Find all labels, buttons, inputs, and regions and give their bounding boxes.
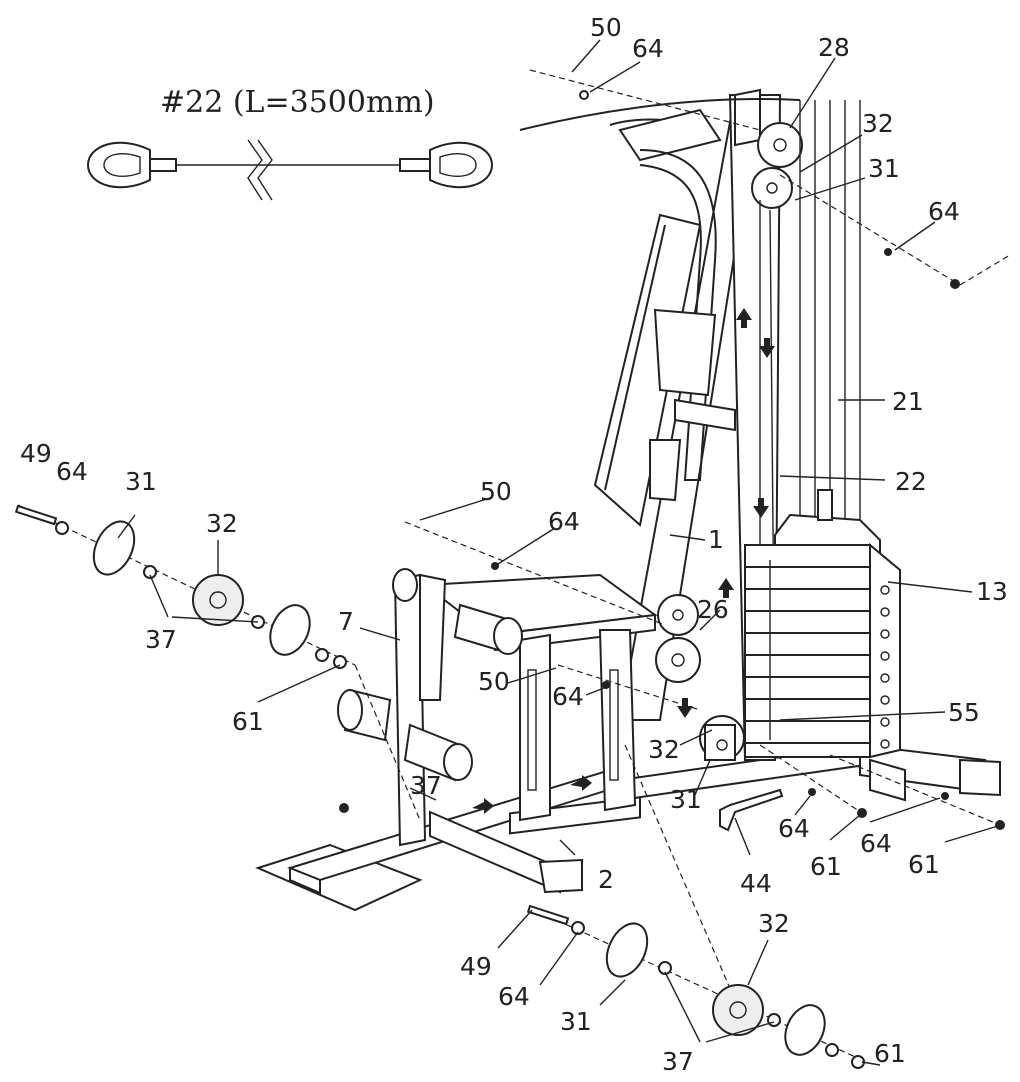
callout-64-left: 64: [56, 457, 88, 486]
callout-64-b1: 64: [778, 814, 810, 843]
callout-31-bot: 31: [560, 1007, 592, 1036]
callout-61-left: 61: [232, 707, 264, 736]
exploded-left-group: [14, 504, 421, 821]
callout-26: 26: [697, 595, 729, 624]
callout-7: 7: [338, 607, 354, 636]
callout-32-left: 32: [206, 509, 238, 538]
cable-right-eyelet: [399, 141, 494, 189]
callout-1: 1: [708, 525, 724, 554]
lower-pulley-32: [699, 715, 745, 761]
callout-61-b1: 61: [810, 852, 842, 881]
mid-pulley-26: [655, 594, 701, 683]
callout-22: 22: [895, 467, 927, 496]
exploded-bottom-group: [526, 744, 865, 1069]
callout-21: 21: [892, 387, 924, 416]
roller-pads: [337, 568, 523, 782]
back-pad: [593, 213, 702, 527]
part-callouts: 50 64 28 32 31 64 21 22 1 13 26 55 50 64…: [20, 13, 1008, 1076]
leader-lines: [117, 39, 999, 1066]
callout-50-mid: 50: [478, 667, 510, 696]
callout-64-right: 64: [928, 197, 960, 226]
callout-32-bot: 32: [758, 909, 790, 938]
callout-31-low: 31: [670, 785, 702, 814]
cable-break-mark: [247, 139, 273, 201]
callout-64-top: 64: [632, 34, 664, 63]
weight-holes: [880, 585, 890, 749]
top-pulley-28: [757, 122, 803, 168]
callout-49-bot: 49: [460, 952, 492, 981]
callout-50-seat: 50: [480, 477, 512, 506]
guide-rods-21: [799, 100, 861, 560]
callout-2: 2: [598, 865, 614, 894]
callout-31-left: 31: [125, 467, 157, 496]
cable-detail: #22 (L=3500mm): [86, 85, 494, 201]
weight-stack-13: [744, 489, 901, 759]
callout-31-top: 31: [868, 154, 900, 183]
callout-32-top: 32: [862, 109, 894, 138]
callout-32-low: 32: [648, 735, 680, 764]
callout-64-bot: 64: [498, 982, 530, 1011]
callout-37-left: 37: [145, 625, 177, 654]
cable-left-eyelet: [86, 141, 177, 189]
callout-64-b2: 64: [860, 829, 892, 858]
press-arm: [649, 308, 736, 502]
callout-55: 55: [948, 698, 980, 727]
weight-plates: [744, 542, 901, 759]
callout-50-top: 50: [590, 13, 622, 42]
callout-64-mid: 64: [552, 682, 584, 711]
callout-61-b2: 61: [908, 850, 940, 879]
callout-13: 13: [976, 577, 1008, 606]
callout-49-left: 49: [20, 439, 52, 468]
pin-handle-44: [719, 788, 784, 832]
callout-64-seat: 64: [548, 507, 580, 536]
callout-61-bot: 61: [874, 1039, 906, 1068]
cable-title: #22 (L=3500mm): [160, 85, 435, 120]
top-pulley-31: [751, 167, 793, 209]
callout-37-mid: 37: [410, 771, 442, 800]
callout-37-bot: 37: [662, 1047, 694, 1076]
callout-44: 44: [740, 869, 772, 898]
callout-28: 28: [818, 33, 850, 62]
hardware-lines: [339, 69, 1011, 830]
